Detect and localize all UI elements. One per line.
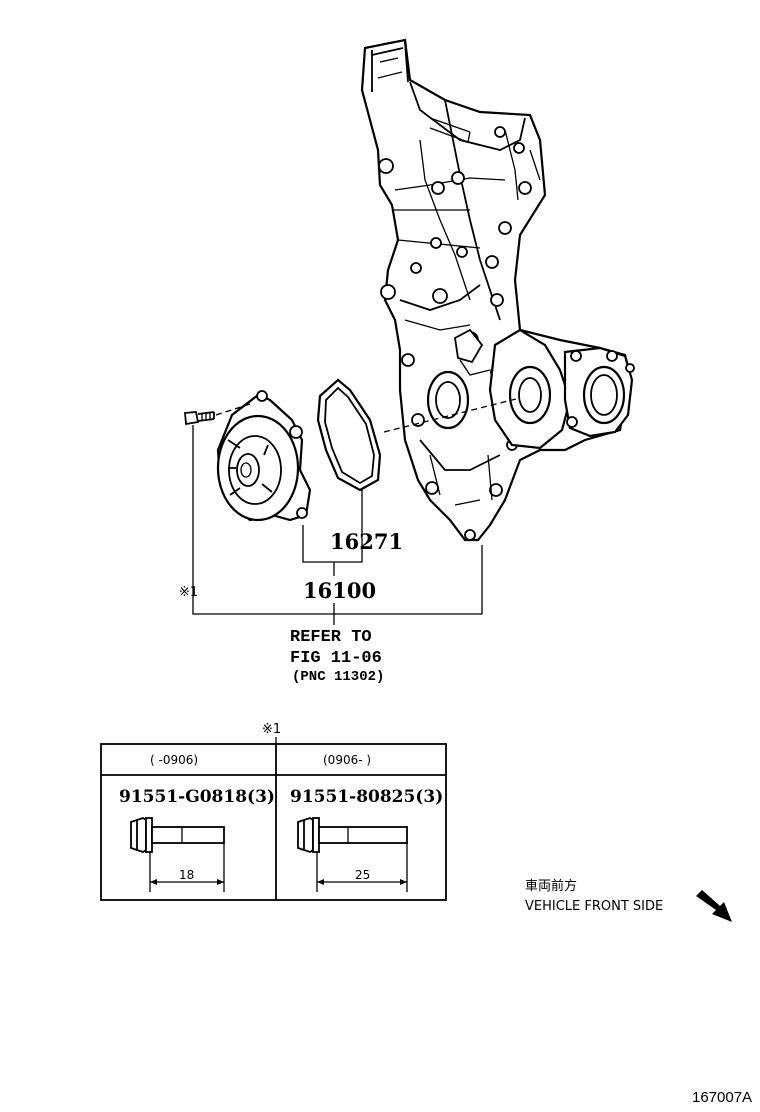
col2-part: 91551-80825(3) xyxy=(290,787,443,807)
bolt2-length: 25 xyxy=(355,868,370,882)
refer-line2: FIG 11-06 xyxy=(290,649,382,668)
bolt-18-icon xyxy=(130,817,225,892)
leader-lines xyxy=(192,425,483,625)
vehicle-front-jp: 車両前方 xyxy=(525,878,577,894)
bolt-alignment-line xyxy=(215,403,251,416)
vehicle-front-en: VEHICLE FRONT SIDE xyxy=(525,899,663,914)
front-arrow-icon xyxy=(696,890,732,922)
col1-part: 91551-G0818(3) xyxy=(119,787,275,807)
col1-header: ( -0906) xyxy=(150,753,198,767)
pump-bolt xyxy=(184,411,215,426)
pump-alignment-line xyxy=(383,397,521,433)
bolt-table: ※1 ( -0906) (0906- ) 91551-G0818(3) 9155… xyxy=(100,722,447,901)
callout-gasket: 16271 xyxy=(330,529,403,554)
figure-id: 167007A xyxy=(692,1089,752,1106)
bolt-25-icon xyxy=(297,817,408,892)
water-pump-gasket xyxy=(316,378,382,492)
refer-line3: (PNC 11302) xyxy=(292,669,384,685)
water-pump xyxy=(216,390,312,522)
refer-line1: REFER TO xyxy=(290,628,372,647)
callout-bolt-ref: ※1 xyxy=(179,585,198,600)
timing-cover xyxy=(360,38,635,542)
bolt1-length: 18 xyxy=(179,868,194,882)
col2-header: (0906- ) xyxy=(323,753,371,767)
bolt-table-marker: ※1 xyxy=(262,722,281,737)
callout-pump: 16100 xyxy=(303,578,376,603)
